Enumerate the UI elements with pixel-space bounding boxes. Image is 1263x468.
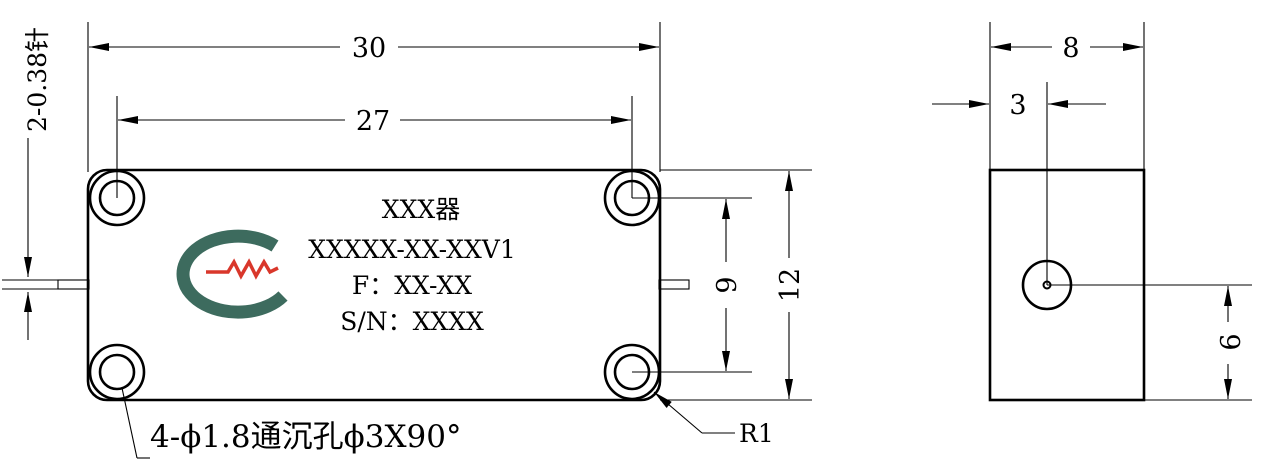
- dimension-side-offset: 3: [932, 90, 1106, 121]
- front-view: 30 27 2-0.38针: [2, 22, 812, 459]
- corner-radius-callout: R1: [653, 391, 774, 448]
- pin-right: [658, 279, 690, 290]
- dimension-total-height: 12: [775, 171, 806, 399]
- hole-note-callout: 4-ϕ1.8通沉孔ϕ3X90°: [121, 387, 462, 459]
- label-line-2: XXXXX-XX-XXV1: [308, 235, 515, 264]
- dim-total-length-text: 30: [352, 33, 386, 64]
- hole-note-text: 4-ϕ1.8通沉孔ϕ3X90°: [150, 419, 462, 455]
- label-line-4: S/N：XXXX: [340, 307, 484, 336]
- dimension-total-length: 30: [89, 33, 659, 64]
- dimension-hole-spacing-y: 9: [712, 199, 743, 371]
- dim-side-offset-text: 3: [1009, 90, 1026, 121]
- dim-side-pin-height-text: 6: [1216, 333, 1247, 350]
- label-line-3: F：XX-XX: [352, 271, 472, 300]
- mounting-hole-top-left: [88, 169, 146, 227]
- company-logo-icon: [176, 229, 288, 319]
- dimension-side-pin-height: 6: [1216, 286, 1247, 399]
- dim-total-height-text: 12: [775, 268, 806, 302]
- mounting-hole-bottom-left: [88, 343, 146, 401]
- module-body-outline: [86, 168, 662, 402]
- dim-hole-spacing-x-text: 27: [356, 106, 390, 137]
- product-label: XXX器 XXXXX-XX-XXV1 F：XX-XX S/N：XXXX: [308, 195, 515, 336]
- side-view: 8 3 6: [932, 22, 1252, 402]
- dim-hole-spacing-y-text: 9: [712, 276, 743, 293]
- dim-side-width-text: 8: [1062, 33, 1079, 64]
- dimension-pin: 2-0.38针: [2, 27, 60, 340]
- corner-radius-text: R1: [739, 419, 774, 448]
- dimension-side-width: 8: [991, 33, 1143, 64]
- label-line-1: XXX器: [382, 195, 460, 224]
- pin-note-text: 2-0.38针: [23, 27, 52, 132]
- pin-left: [57, 279, 90, 290]
- dimension-hole-spacing-x: 27: [118, 106, 631, 137]
